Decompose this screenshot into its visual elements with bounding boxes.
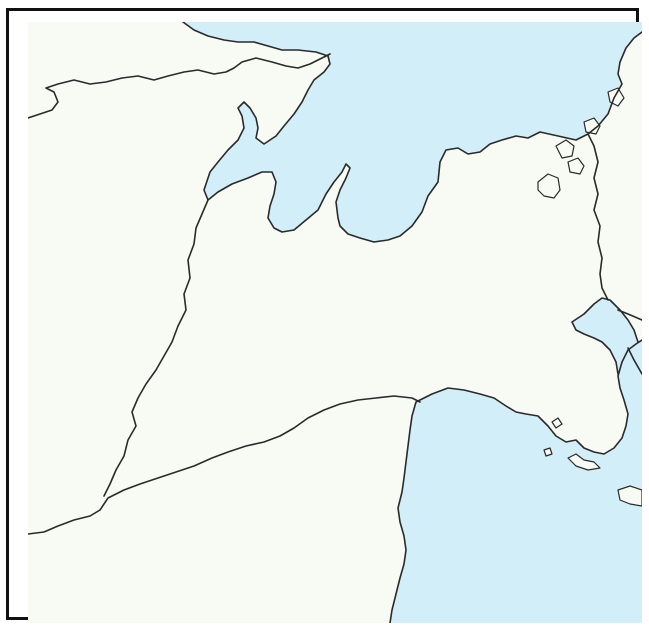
island <box>551 417 563 429</box>
islands <box>537 87 642 507</box>
border-northwest <box>28 53 331 119</box>
border-western <box>103 199 209 497</box>
border-southwest <box>28 395 421 535</box>
border-far-east <box>627 347 642 375</box>
island <box>617 485 642 507</box>
island <box>537 173 561 199</box>
eastern-strait <box>572 298 638 374</box>
northern-sea <box>183 22 642 242</box>
coastline-north <box>182 22 642 243</box>
map-frame <box>6 8 642 623</box>
island <box>583 117 601 135</box>
island <box>543 447 553 457</box>
coastline-southeast <box>389 339 642 623</box>
island <box>555 139 575 159</box>
borders <box>28 53 642 535</box>
coastlines <box>182 22 642 623</box>
map-viewport[interactable] <box>28 22 642 623</box>
coastline-strait <box>571 297 639 375</box>
southeastern-sea <box>390 340 642 623</box>
map-canvas[interactable] <box>28 22 642 623</box>
island <box>567 157 585 175</box>
border-eastern-coast <box>587 133 609 301</box>
island <box>567 453 601 471</box>
